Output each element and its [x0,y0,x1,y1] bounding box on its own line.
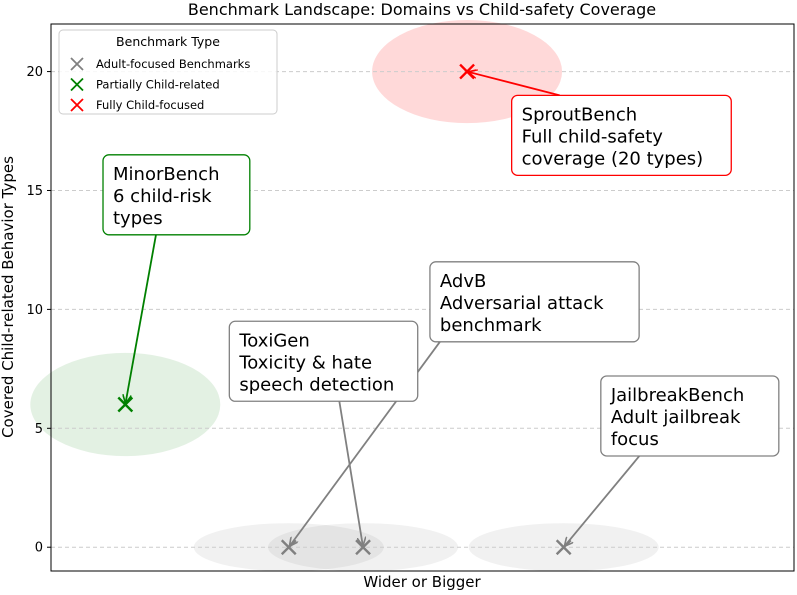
annotation-line: focus [611,429,659,450]
y-tick-label: 5 [35,422,43,437]
annotation-arrow [469,72,560,97]
annotation-line: AdvB [440,271,486,292]
annotation-line: Adversarial attack [440,293,604,314]
annotation-line: Adult jailbreak [611,407,741,428]
annotation-line: JailbreakBench [610,385,744,406]
annotation-frame [429,261,640,343]
legend-entry-label: Adult-focused Benchmarks [96,57,250,71]
y-axis-label: Covered Child-related Behavior Types [0,156,17,438]
annotation-line: speech detection [239,374,394,395]
data-markers [117,63,572,556]
data-point-marker [117,396,134,413]
legend-frame [58,29,278,115]
legend-marker [70,98,84,112]
legend-entry-label: Fully Child-focused [96,98,204,112]
annotation-line: SproutBench [522,104,637,125]
y-tick-label: 20 [26,65,43,80]
y-tick-label: 0 [35,541,43,556]
annotation-arrow [338,401,362,545]
annotation-arrow [126,234,157,403]
legend-marker [70,77,84,92]
chart-title: Benchmark Landscape: Domains vs Child-sa… [188,0,656,19]
legend-title: Benchmark Type [116,34,220,49]
data-point-marker [459,63,475,80]
y-axis-ticks: 0 5 10 15 20 [26,65,51,556]
legend-marker [70,57,84,71]
plot-frame [50,23,795,572]
data-point-marker [280,539,297,556]
annotation-line: 6 child-risk [113,186,212,207]
legend-entry-label: Partially Child-related [96,78,220,92]
annotation-line: Full child-safety [522,126,664,147]
annotation-line: types [113,208,163,229]
data-point-marker [555,539,572,556]
annotation-line: Toxicity & hate [238,352,372,373]
y-tick-label: 10 [26,303,43,318]
annotation-arrow [565,455,641,546]
x-axis-label: Wider or Bigger [363,573,481,591]
data-point-marker [355,539,371,556]
annotation-line: benchmark [440,315,542,336]
annotation-line: coverage (20 types) [522,148,704,169]
annotation-frame [102,154,251,236]
annotation-line: MinorBench [113,164,220,185]
annotation-frame [600,375,780,457]
annotation-frame [511,94,732,176]
annotation-line: ToxiGen [238,330,309,351]
y-tick-label: 15 [26,184,43,199]
annotation-frame [228,320,419,402]
annotation-arrows [126,72,641,546]
